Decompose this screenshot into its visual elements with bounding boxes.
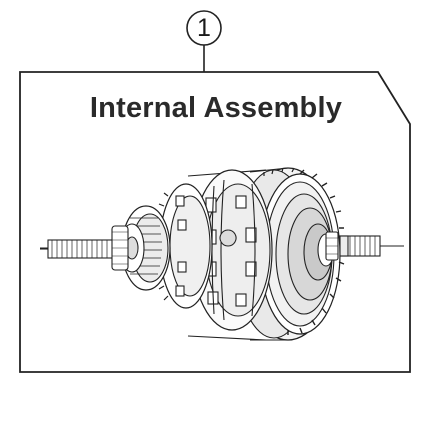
- sun-gear-ring: [154, 183, 213, 309]
- driver-cone: [111, 205, 171, 291]
- left-axle: [40, 239, 125, 259]
- right-cone-nut: [325, 231, 349, 261]
- part-frame: [19, 71, 411, 373]
- internal-assembly-illustration: [40, 167, 404, 341]
- part-title: Internal Assembly: [89, 92, 343, 124]
- callout-number: 1: [197, 14, 211, 42]
- planetary-gear-unit: [191, 169, 273, 331]
